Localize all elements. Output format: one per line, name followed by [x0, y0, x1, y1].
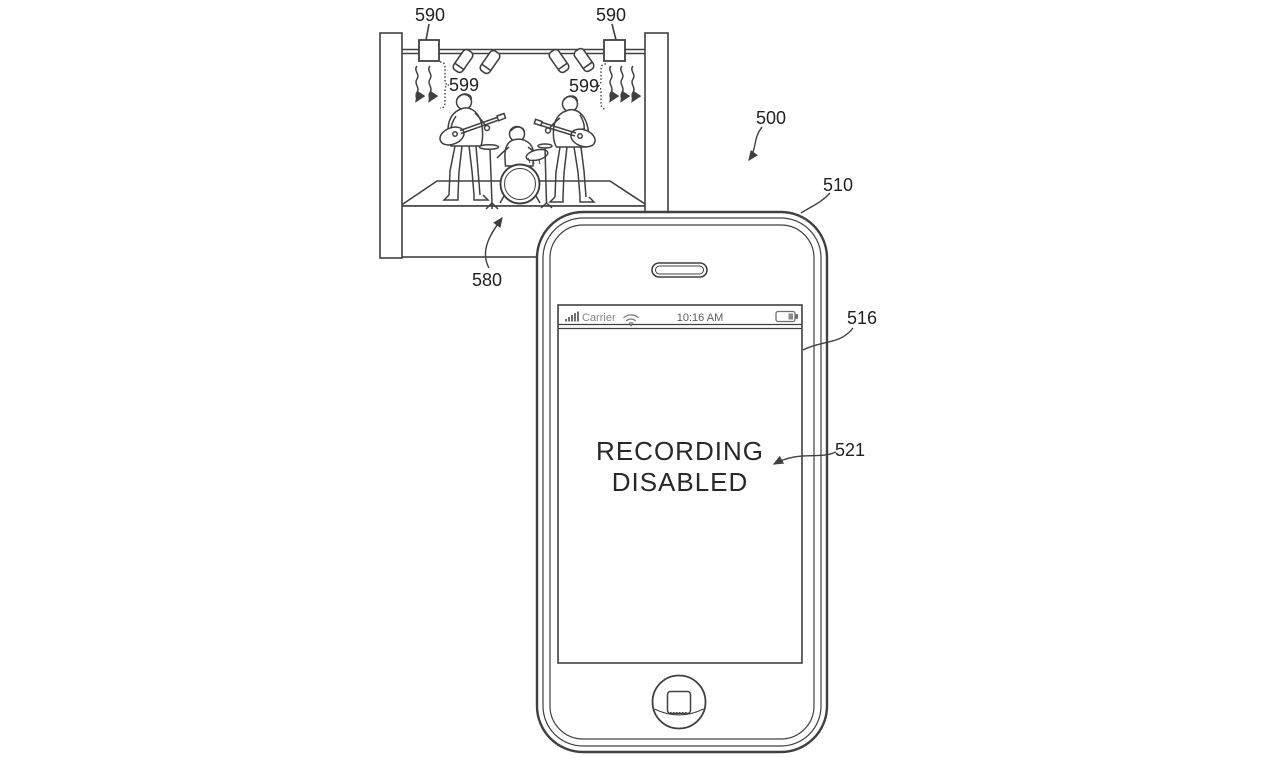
ref-label-521: 521 — [835, 440, 865, 460]
ir-wave-arrow-icon — [428, 65, 439, 103]
curly-brace-icon — [439, 61, 450, 109]
ir-wave-arrow-icon — [631, 65, 642, 103]
stage-post-right — [644, 32, 669, 216]
curly-brace-icon — [596, 63, 607, 110]
signal-bars-icon — [565, 311, 579, 322]
stage-light-icon — [452, 48, 474, 74]
leader-590-right — [611, 23, 617, 41]
phone-screen — [557, 304, 803, 664]
phone-body-line — [542, 217, 822, 747]
leader-580 — [484, 216, 503, 269]
phone-device: Carrier 10:16 AM RECORDING DISABLED — [535, 210, 829, 754]
leader-500 — [748, 126, 763, 162]
screen-message: RECORDING DISABLED — [596, 436, 764, 497]
stage-light-icon — [548, 48, 570, 74]
phone-front-face — [549, 224, 815, 740]
leader-590-left — [425, 23, 430, 41]
reference-leaders — [484, 126, 854, 465]
clock-label: 10:16 AM — [677, 312, 723, 324]
ref-label-500: 500 — [756, 108, 786, 128]
screen-message-line2: DISABLED — [612, 467, 749, 497]
leader-510 — [800, 192, 831, 214]
ref-label-590-left: 590 — [415, 5, 445, 25]
guitarist-left — [439, 93, 507, 201]
ir-emitter-icon — [603, 39, 626, 62]
guitarist-right — [533, 95, 596, 203]
carrier-label: Carrier — [582, 312, 616, 324]
drummer — [478, 125, 553, 210]
stage-lights — [452, 47, 595, 75]
screen-message-line1: RECORDING — [596, 436, 764, 466]
stage-light-icon — [573, 47, 595, 73]
ref-label-580: 580 — [472, 270, 502, 290]
ref-label-516: 516 — [847, 308, 877, 328]
ref-label-599-right: 599 — [569, 76, 599, 96]
home-button — [651, 674, 707, 730]
stage-post-left — [379, 32, 403, 259]
guitar-icon — [533, 118, 596, 148]
status-bar: Carrier 10:16 AM — [558, 310, 802, 330]
ir-wave-arrow-icon — [609, 65, 620, 103]
ir-wave-arrow-icon — [415, 65, 426, 103]
band-drawing — [439, 93, 596, 210]
ref-label-590-right: 590 — [596, 5, 626, 25]
reference-labels: 590 590 599 599 580 500 510 516 521 — [415, 5, 877, 460]
drum-kit — [478, 143, 553, 210]
stage-light-icon — [479, 49, 501, 75]
ir-emitter-icon — [418, 39, 440, 62]
earpiece-speaker — [651, 262, 708, 278]
ir-wave-arrow-icon — [620, 65, 631, 103]
ref-label-599-left: 599 — [449, 75, 479, 95]
battery-icon — [775, 310, 799, 323]
leader-516 — [802, 327, 854, 351]
ir-waves-left — [415, 65, 439, 103]
ref-label-510: 510 — [823, 175, 853, 195]
ir-waves-right — [609, 65, 642, 103]
wifi-icon — [623, 314, 639, 327]
leader-521 — [772, 451, 837, 465]
guitar-icon — [439, 112, 507, 146]
